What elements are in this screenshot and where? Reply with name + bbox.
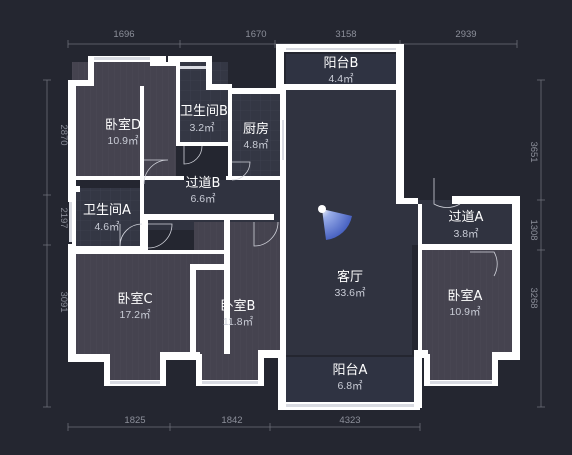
room-area-living-room: 33.6㎡: [335, 287, 366, 299]
door-bathroom-b: [183, 145, 203, 165]
room-name-bedroom-a: 卧室A: [448, 288, 483, 304]
room-area-balcony-b: 4.4㎡: [328, 73, 354, 85]
room-area-corridor-b: 6.6㎡: [190, 193, 216, 205]
dim-left-1: 2870: [58, 124, 69, 145]
room-name-living-room: 客厅: [337, 269, 363, 285]
room-area-corridor-a: 3.8㎡: [453, 228, 479, 240]
bathroom-b-floor: [180, 62, 228, 146]
dim-right-2: 1308: [528, 219, 539, 240]
bedroom-b-floor: [194, 222, 280, 380]
dim-top-4: 2939: [455, 29, 476, 40]
room-area-bedroom-d: 10.9㎡: [108, 135, 139, 147]
bathroom-a-floor: [76, 188, 140, 246]
dimension-labels-left: 2870 2197 3091: [58, 124, 69, 312]
door-bedroom-c: [147, 223, 173, 249]
room-area-bedroom-c: 17.2㎡: [120, 309, 151, 321]
door-entrance: [433, 178, 461, 208]
window-balcony-a: [286, 404, 414, 407]
dim-left-3: 3091: [58, 291, 69, 312]
room-name-bathroom-a: 卫生间A: [83, 203, 131, 218]
room-name-bathroom-b: 卫生间B: [180, 104, 228, 119]
balcony-a-floor: [286, 357, 414, 402]
room-area-kitchen: 4.8㎡: [243, 139, 269, 151]
door-bedroom-d: [143, 159, 169, 185]
doors: [119, 145, 498, 277]
window-bedroom-d: [94, 57, 150, 60]
bedroom-c-floor: [72, 254, 228, 380]
room-name-bedroom-d: 卧室D: [105, 117, 141, 133]
camera-view-marker: [318, 205, 352, 240]
door-bedroom-a: [470, 251, 498, 277]
dim-left-2: 2197: [58, 207, 69, 228]
room-area-bathroom-a: 4.6㎡: [94, 221, 120, 233]
room-name-bedroom-c: 卧室C: [117, 291, 152, 307]
dimension-labels-right: 3651 1308 3268: [528, 141, 539, 308]
dimension-labels-top: 1696 1670 3158 2939: [113, 29, 476, 40]
window-bathroom-a: [69, 202, 72, 242]
bedroom-a-floor: [422, 250, 512, 380]
kitchen-floor: [232, 92, 280, 180]
room-name-kitchen: 厨房: [243, 121, 269, 137]
door-bathroom-a: [119, 223, 143, 247]
room-area-balcony-a: 6.8㎡: [337, 380, 363, 392]
room-name-corridor-b: 过道B: [186, 176, 221, 191]
door-bedroom-b: [253, 221, 279, 247]
window-bathroom-b: [180, 66, 206, 69]
dim-top-3: 3158: [335, 29, 356, 40]
dimension-labels-bottom: 1825 1842 4323: [124, 415, 360, 426]
dim-right-1: 3651: [528, 141, 539, 162]
room-area-bedroom-a: 10.9㎡: [450, 306, 481, 318]
corridor-a-floor: [418, 200, 514, 246]
room-name-balcony-a: 阳台A: [333, 363, 368, 378]
dim-bottom-1: 1825: [124, 415, 145, 426]
window-kitchen: [282, 120, 284, 160]
windows: [69, 48, 492, 407]
window-bedroom-b: [202, 381, 258, 384]
room-name-bedroom-b: 卧室B: [221, 298, 256, 314]
dim-bottom-2: 1842: [221, 415, 242, 426]
dim-top-2: 1670: [245, 29, 266, 40]
dim-right-3: 3268: [528, 287, 539, 308]
dimension-lines: [43, 40, 545, 431]
room-labels: 阳台B 4.4㎡ 卧室D 10.9㎡ 卫生间B 3.2㎡ 厨房 4.8㎡ 过道B…: [83, 56, 484, 392]
room-area-bathroom-b: 3.2㎡: [189, 122, 215, 134]
dim-bottom-3: 4323: [339, 415, 360, 426]
balcony-b-floor: [286, 54, 396, 88]
window-balcony-b: [286, 48, 396, 50]
window-bedroom-a: [430, 381, 492, 384]
window-bedroom-c: [110, 381, 160, 384]
dim-top-1: 1696: [113, 29, 134, 40]
floors: [72, 54, 514, 402]
room-name-corridor-a: 过道A: [449, 210, 484, 225]
room-area-bedroom-b: 11.8㎡: [223, 316, 254, 328]
door-kitchen: [231, 161, 251, 181]
room-name-balcony-b: 阳台B: [324, 56, 359, 71]
